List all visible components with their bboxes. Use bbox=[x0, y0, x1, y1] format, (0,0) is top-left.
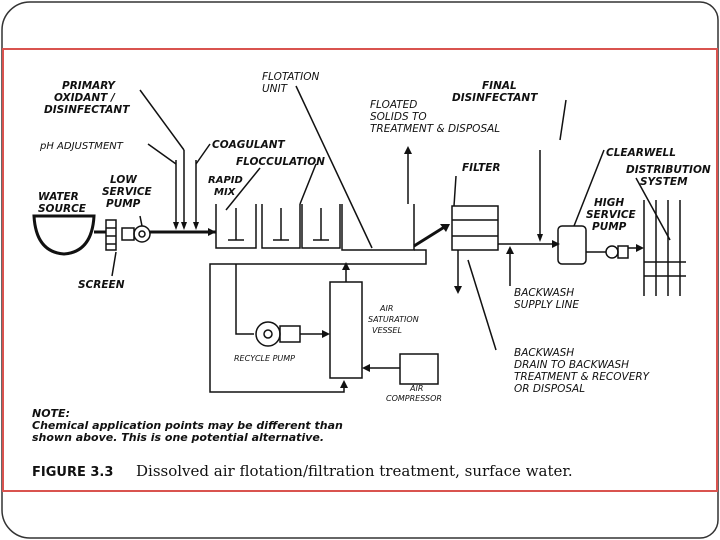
flotation-unit-label-1: FLOTATION bbox=[262, 71, 319, 83]
low-service-pump-label-3: PUMP bbox=[106, 198, 141, 210]
water-source-label-2: SOURCE bbox=[38, 203, 87, 215]
rapid-mix-label-2: MIX bbox=[214, 187, 237, 198]
high-service-pump-label-1: HIGH bbox=[594, 197, 624, 209]
air-saturation-label-1: AIR bbox=[379, 304, 393, 313]
ph-adjustment-label: pH ADJUSTMENT bbox=[39, 141, 124, 152]
note-line-1: Chemical application points may be diffe… bbox=[32, 419, 343, 432]
floated-solids-label-2: SOLIDS TO bbox=[370, 111, 427, 123]
air-compressor-label-1: AIR bbox=[409, 384, 423, 393]
floated-solids-label-3: TREATMENT & DISPOSAL bbox=[370, 123, 500, 135]
backwash-drain-label-2: DRAIN TO BACKWASH bbox=[514, 359, 629, 371]
backwash-drain-label-3: TREATMENT & RECOVERY bbox=[514, 371, 651, 383]
water-source-label-1: WATER bbox=[38, 191, 79, 203]
figure-number: FIGURE 3.3 bbox=[32, 465, 113, 480]
high-service-pump-label-3: PUMP bbox=[592, 221, 627, 233]
primary-oxidant-label-3: DISINFECTANT bbox=[44, 104, 130, 116]
rapid-mix-label-1: RAPID bbox=[208, 175, 243, 186]
flotation-unit-tank bbox=[341, 204, 415, 251]
clearwell-label: CLEARWELL bbox=[606, 147, 676, 159]
final-disinfectant-label-2: DISINFECTANT bbox=[452, 92, 538, 104]
low-service-pump-label-1: LOW bbox=[110, 174, 137, 186]
backwash-supply-label-2: SUPPLY LINE bbox=[514, 299, 579, 311]
flocculation-label: FLOCCULATION bbox=[236, 156, 325, 168]
water-source-basin bbox=[32, 214, 96, 256]
filter-label: FILTER bbox=[462, 162, 500, 174]
rapid-mix-tank bbox=[215, 204, 257, 249]
screen-label: SCREEN bbox=[78, 279, 125, 291]
coagulant-label: COAGULANT bbox=[212, 139, 286, 151]
note-heading: NOTE: bbox=[32, 407, 70, 420]
air-compressor-box bbox=[399, 353, 439, 385]
screen-icon bbox=[105, 219, 117, 251]
final-disinfectant-label-1: FINAL bbox=[482, 80, 517, 92]
filter-unit bbox=[451, 205, 499, 251]
distribution-system-label-2: SYSTEM bbox=[640, 176, 688, 188]
recycle-pump-label: RECYCLE PUMP bbox=[234, 354, 295, 363]
primary-oxidant-label-1: PRIMARY bbox=[62, 80, 116, 92]
flotation-unit-label-2: UNIT bbox=[262, 83, 289, 95]
high-service-pump-icon bbox=[605, 245, 629, 259]
backwash-drain-label-4: OR DISPOSAL bbox=[514, 383, 585, 395]
figure-panel bbox=[2, 48, 718, 492]
air-saturation-label-3: VESSEL bbox=[372, 326, 402, 335]
air-saturation-label-2: SATURATION bbox=[368, 315, 419, 324]
primary-oxidant-label-2: OXIDANT / bbox=[54, 92, 116, 104]
floated-solids-label-1: FLOATED bbox=[370, 99, 417, 111]
low-service-pump-label-2: SERVICE bbox=[102, 186, 153, 198]
air-compressor-label-2: COMPRESSOR bbox=[386, 394, 442, 403]
flocculation-tanks bbox=[261, 204, 341, 249]
figure-caption: Dissolved air flotation/filtration treat… bbox=[136, 462, 573, 480]
distribution-system-grid bbox=[643, 200, 686, 296]
clearwell-tank bbox=[557, 225, 587, 265]
distribution-system-label-1: DISTRIBUTION bbox=[626, 164, 711, 176]
backwash-drain-label-1: BACKWASH bbox=[514, 347, 574, 359]
note-line-2: shown above. This is one potential alter… bbox=[32, 431, 324, 444]
backwash-supply-label-1: BACKWASH bbox=[514, 287, 574, 299]
high-service-pump-label-2: SERVICE bbox=[586, 209, 637, 221]
